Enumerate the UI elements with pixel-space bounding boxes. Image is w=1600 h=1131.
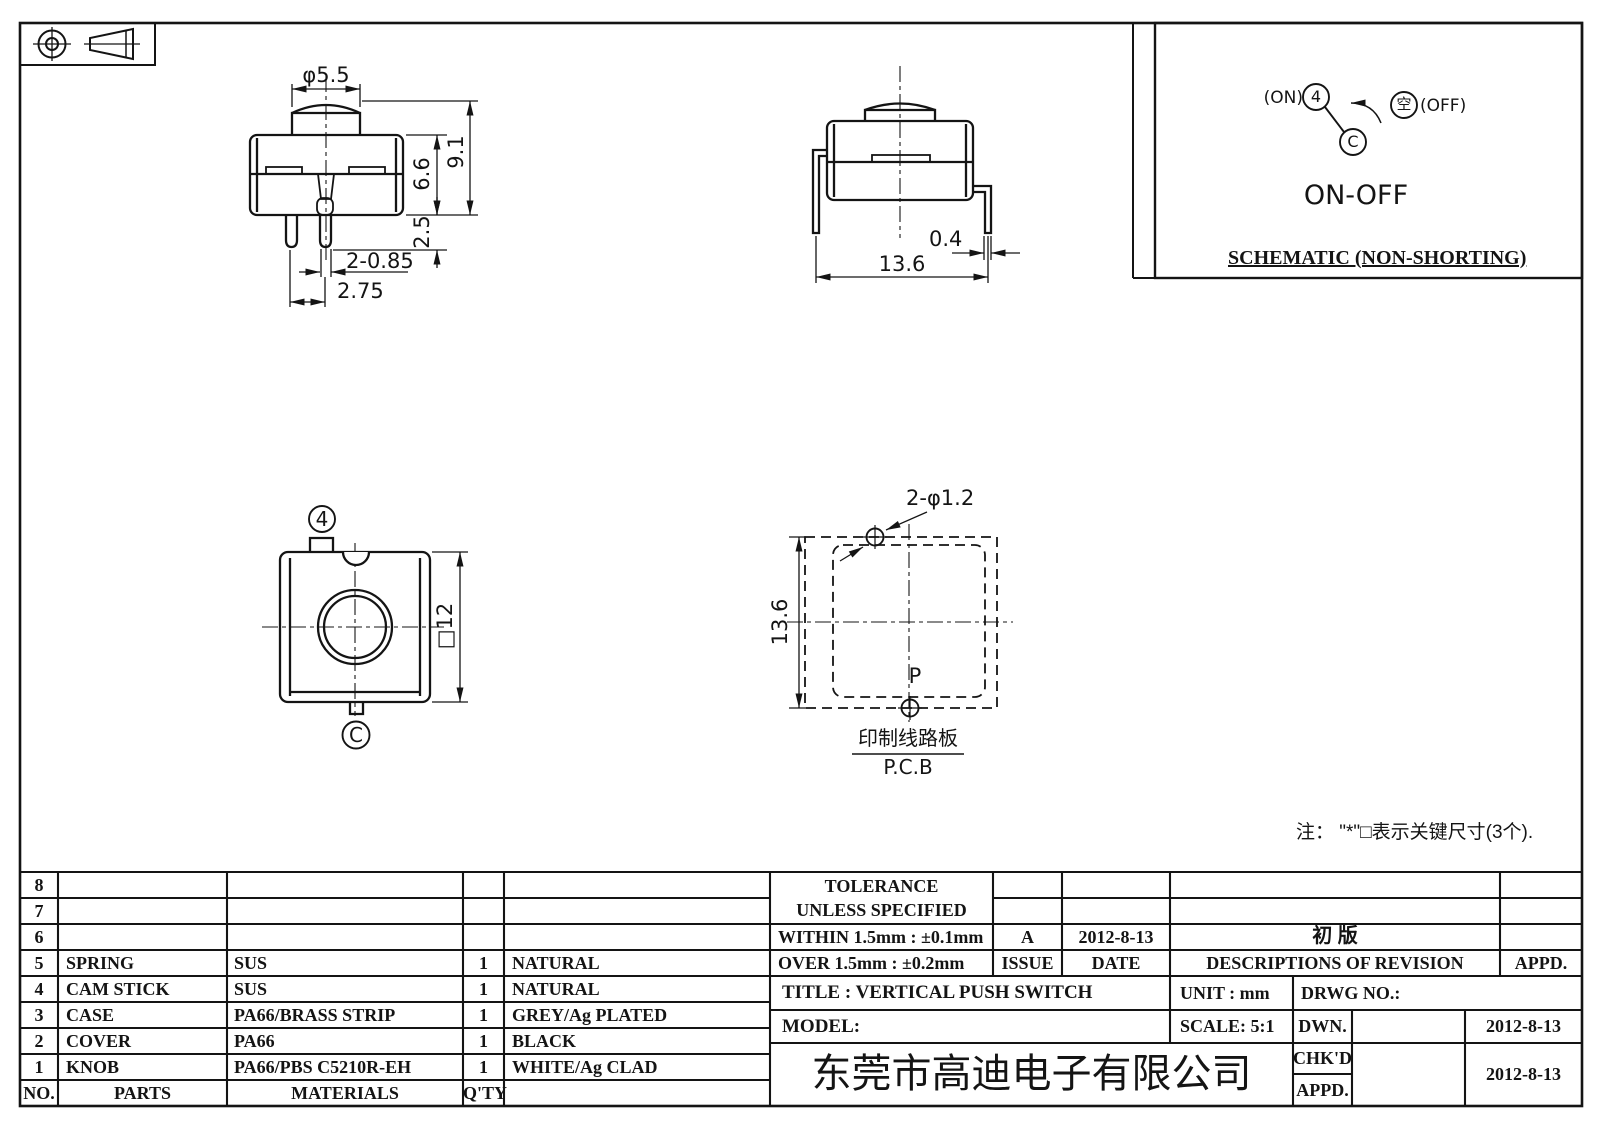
pcb-label-en: P.C.B xyxy=(883,755,933,779)
scale-label: SCALE: 5:1 xyxy=(1180,1016,1275,1036)
parts-row-material: PA66 xyxy=(234,1031,275,1051)
dim-hole-diameter: 2-φ1.2 xyxy=(906,486,975,510)
parts-row-no: 7 xyxy=(34,901,44,921)
parts-row-no: 2 xyxy=(34,1031,44,1051)
parts-row-qty: 1 xyxy=(479,1057,488,1077)
chkd-label: CHK'D xyxy=(1293,1048,1353,1068)
parts-header-materials: MATERIALS xyxy=(291,1083,399,1103)
terminal-4-balloon xyxy=(308,505,336,533)
pcb-view-dimensions xyxy=(789,511,964,755)
parts-row-finish: NATURAL xyxy=(512,979,600,999)
dim-body-width: 13.6 xyxy=(878,252,926,276)
parts-row-qty: 1 xyxy=(479,1031,488,1051)
appd-column-label: APPD. xyxy=(1514,953,1568,973)
parts-row-qty: 1 xyxy=(479,1005,488,1025)
side-view-geometry xyxy=(811,66,993,238)
pcb-label-cn: 印制线路板 xyxy=(858,728,958,750)
dim-leg-thickness: 0.4 xyxy=(929,227,963,251)
parts-row-no: 3 xyxy=(34,1005,44,1025)
schematic-caption: SCHEMATIC (NON-SHORTING) xyxy=(1228,247,1527,269)
schematic-off-label: (OFF) xyxy=(1420,96,1467,116)
front-view-dimensions xyxy=(289,84,478,307)
tolerance-title: TOLERANCE xyxy=(824,876,939,896)
dim-hole-pitch: 13.6 xyxy=(768,598,792,646)
parts-header-qty: Q'TY xyxy=(463,1083,508,1103)
tolerance-within: WITHIN 1.5mm : ±0.1mm xyxy=(778,927,984,947)
front-view-geometry xyxy=(248,76,405,264)
dim-total-height: 9.1 xyxy=(444,135,468,169)
parts-row-no: 4 xyxy=(34,979,44,999)
schematic-box xyxy=(1132,21,1584,280)
dim-pin-pitch: 2.75 xyxy=(337,279,384,303)
parts-row-part: COVER xyxy=(66,1031,132,1051)
chkd-date: 2012-8-13 xyxy=(1486,1064,1561,1084)
pcb-point-label: P xyxy=(908,664,922,688)
terminal-c-balloon xyxy=(341,720,371,750)
parts-row-qty: 1 xyxy=(479,953,488,973)
model-label: MODEL: xyxy=(782,1016,861,1037)
parts-row-part: CASE xyxy=(66,1005,115,1025)
parts-row-material: SUS xyxy=(234,979,268,999)
bottom-view-dimensions xyxy=(432,551,468,703)
terminal-4-label: 4 xyxy=(315,507,329,531)
schematic-terminal-c: C xyxy=(1347,132,1359,151)
parts-row-finish: GREY/Ag PLATED xyxy=(512,1005,668,1025)
appd-row-label: APPD. xyxy=(1296,1080,1349,1100)
parts-row-part: SPRING xyxy=(66,953,135,973)
revision-description-label: DESCRIPTIONS OF REVISION xyxy=(1206,953,1464,973)
key-dimension-note: 注： "*"□表示关键尺寸(3个). xyxy=(1296,822,1534,843)
tolerance-over: OVER 1.5mm : ±0.2mm xyxy=(778,953,965,973)
revision-description-value: 初 版 xyxy=(1312,925,1358,947)
issue-label: ISSUE xyxy=(1001,953,1054,973)
parts-row-finish: NATURAL xyxy=(512,953,600,973)
parts-row-material: PA66/BRASS STRIP xyxy=(234,1005,396,1025)
parts-row-no: 1 xyxy=(34,1057,44,1077)
drwg-no-label: DRWG NO.: xyxy=(1301,983,1401,1003)
parts-row-finish: WHITE/Ag CLAD xyxy=(512,1057,658,1077)
unit-label: UNIT : mm xyxy=(1180,983,1270,1003)
side-view-dimensions xyxy=(815,236,1020,283)
parts-row-part: KNOB xyxy=(66,1057,120,1077)
drawing-title: TITLE : VERTICAL PUSH SWITCH xyxy=(782,982,1093,1003)
issue-value: A xyxy=(1021,927,1034,947)
schematic-on-label: (ON) xyxy=(1263,88,1303,108)
parts-row-qty: 1 xyxy=(479,979,488,999)
parts-row-material: PA66/PBS C5210R-EH xyxy=(234,1057,412,1077)
parts-row-material: SUS xyxy=(234,953,268,973)
dim-body-height: 6.6 xyxy=(410,157,434,191)
parts-row-finish: BLACK xyxy=(512,1031,577,1051)
schematic-empty-terminal: 空 xyxy=(1396,96,1412,113)
dwn-label: DWN. xyxy=(1298,1016,1347,1036)
company-name: 东莞市高迪电子有限公司 xyxy=(811,1052,1252,1096)
bottom-view-geometry xyxy=(262,505,444,750)
parts-row-no: 6 xyxy=(34,927,44,947)
dim-pin-width: 2-0.85 xyxy=(346,249,414,273)
issue-date-value: 2012-8-13 xyxy=(1078,927,1154,947)
pcb-view-geometry xyxy=(787,524,1013,722)
dwn-date: 2012-8-13 xyxy=(1486,1016,1561,1036)
parts-header-parts: PARTS xyxy=(113,1083,172,1103)
dim-knob-diameter: φ5.5 xyxy=(302,63,350,87)
parts-row-part: CAM STICK xyxy=(66,979,170,999)
projection-symbol-icon xyxy=(19,22,156,66)
schematic-function-label: ON-OFF xyxy=(1303,180,1409,211)
parts-row-no: 5 xyxy=(34,953,44,973)
dim-pin-protrusion: 2.5 xyxy=(410,215,434,249)
schematic-terminal-4: 4 xyxy=(1310,87,1322,106)
date-label: DATE xyxy=(1091,953,1141,973)
dim-square-size: □12 xyxy=(433,602,457,650)
parts-row-no: 8 xyxy=(34,875,44,895)
table-grid xyxy=(20,870,1582,1106)
terminal-c-label: C xyxy=(349,723,363,747)
tolerance-subtitle: UNLESS SPECIFIED xyxy=(796,900,967,920)
parts-header-no: NO. xyxy=(23,1083,55,1103)
sheet-border xyxy=(18,21,1584,1108)
